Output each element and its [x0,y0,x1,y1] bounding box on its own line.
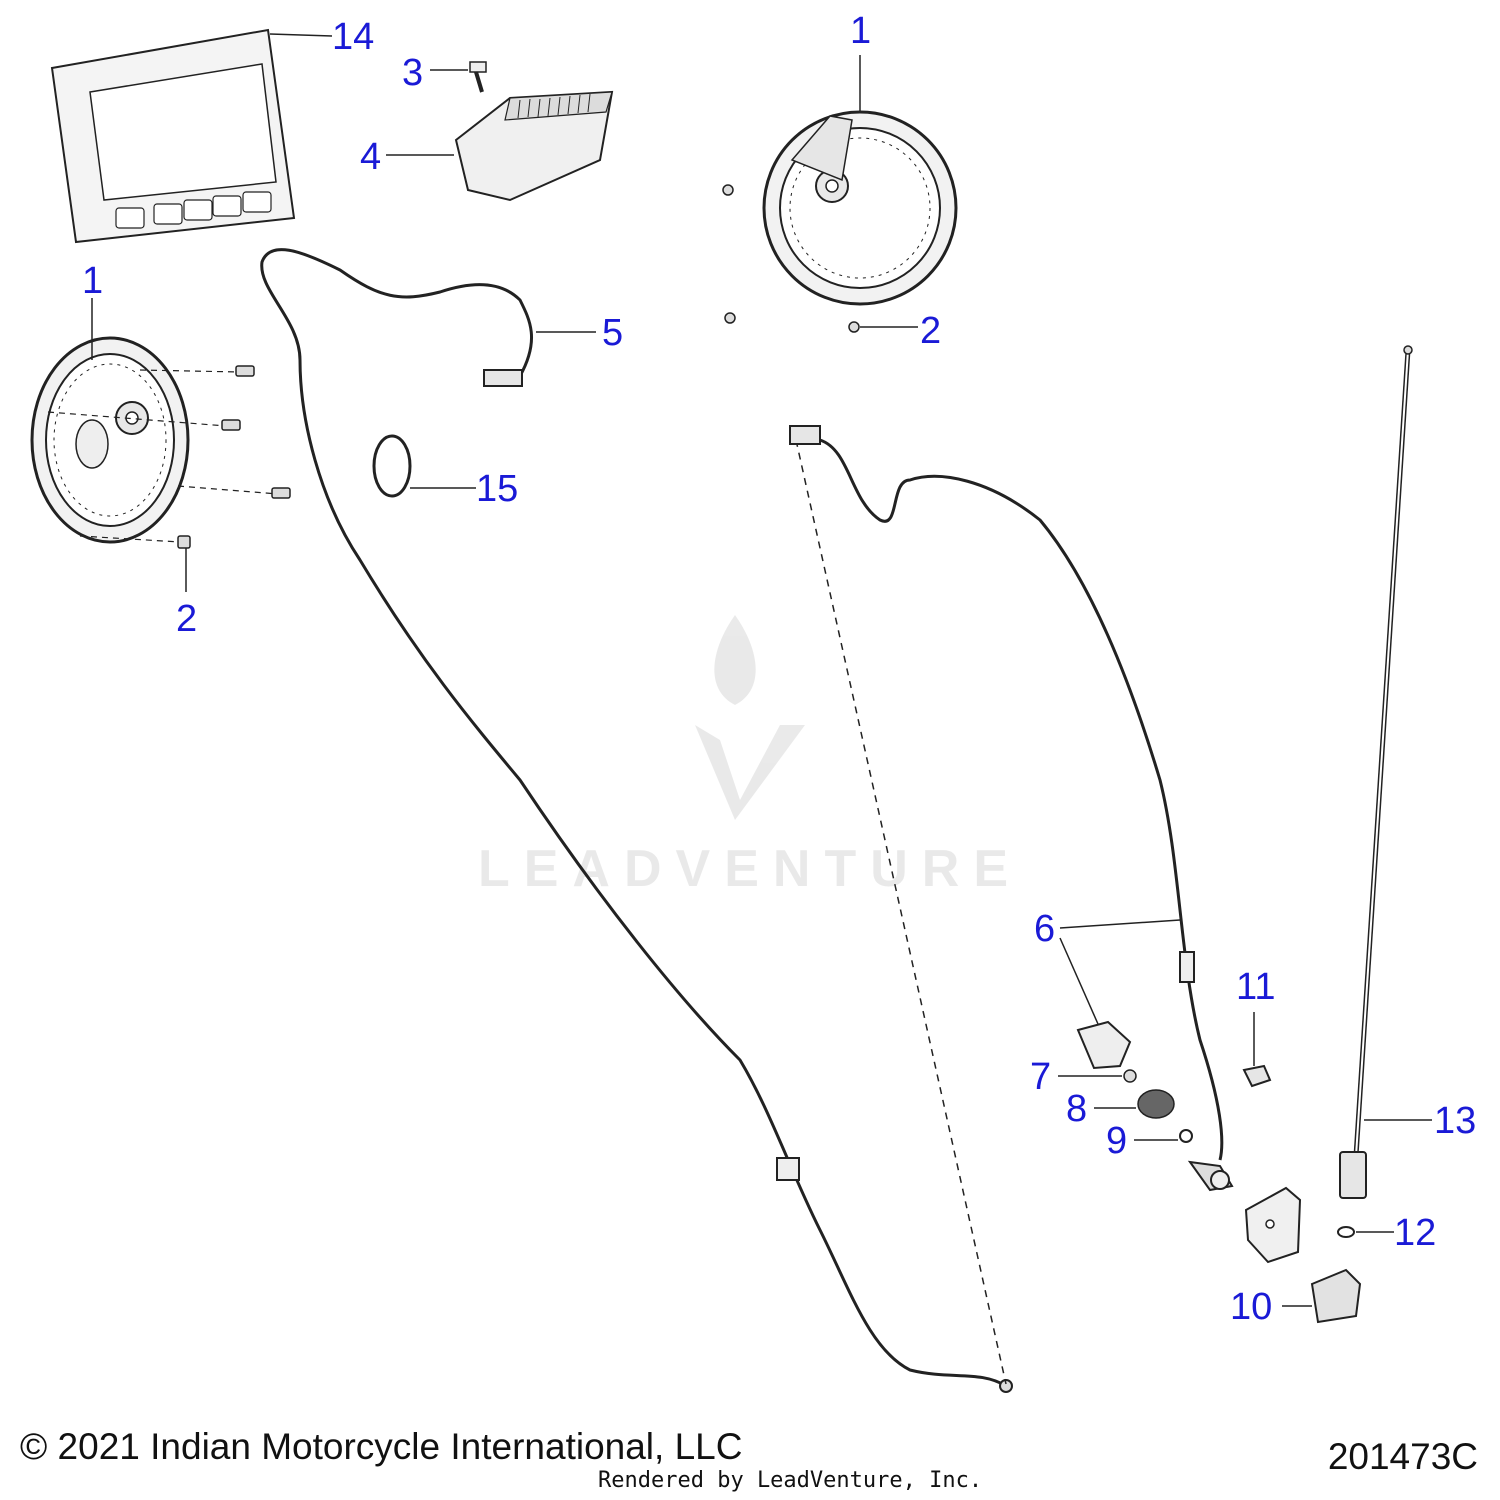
callout-9: 9 [1106,1120,1128,1162]
callout-1-left: 1 [82,260,104,302]
part-harness-5 [260,248,1013,1393]
callout-4: 4 [360,136,382,178]
dashed-leader [795,439,1007,1385]
callout-6: 6 [1034,908,1056,950]
callout-7: 7 [1030,1056,1052,1098]
leadventure-watermark: LEADVENTURE [478,615,1022,898]
drawing-number: 201473C [1327,1436,1478,1477]
callout-1-right: 1 [850,10,872,52]
callout-14: 14 [332,16,375,58]
callout-11: 11 [1236,966,1276,1008]
part-amplifier [386,90,614,202]
callout-2-left: 2 [176,598,198,640]
part-hardware-7-8-9 [1058,1069,1193,1143]
part-speaker-left [30,298,291,592]
part-antenna-cable-6 [789,425,1234,1192]
part-ring-15 [372,434,476,498]
copyright-notice: © 2021 Indian Motorcycle International, … [20,1426,743,1467]
part-speaker-right [722,55,958,333]
callout-8: 8 [1066,1088,1088,1130]
callout-5: 5 [602,312,624,354]
part-screw-3 [430,61,487,93]
part-clip-11 [1242,1012,1272,1088]
part-display-unit [50,28,333,244]
callout-10: 10 [1230,1286,1273,1328]
callout-2-right: 2 [920,310,942,352]
rendered-by-credit: Rendered by LeadVenture, Inc. [598,1468,983,1493]
callout-15: 15 [476,468,519,510]
part-bracket [1244,1186,1302,1264]
callout-3: 3 [402,52,424,94]
callout-13: 13 [1434,1100,1477,1142]
part-antenna-mast-13 [1339,345,1432,1199]
part-washer-12 [1337,1226,1394,1238]
part-base-10 [1282,1268,1362,1324]
callout-12: 12 [1394,1212,1437,1254]
watermark-text: LEADVENTURE [478,840,1022,898]
